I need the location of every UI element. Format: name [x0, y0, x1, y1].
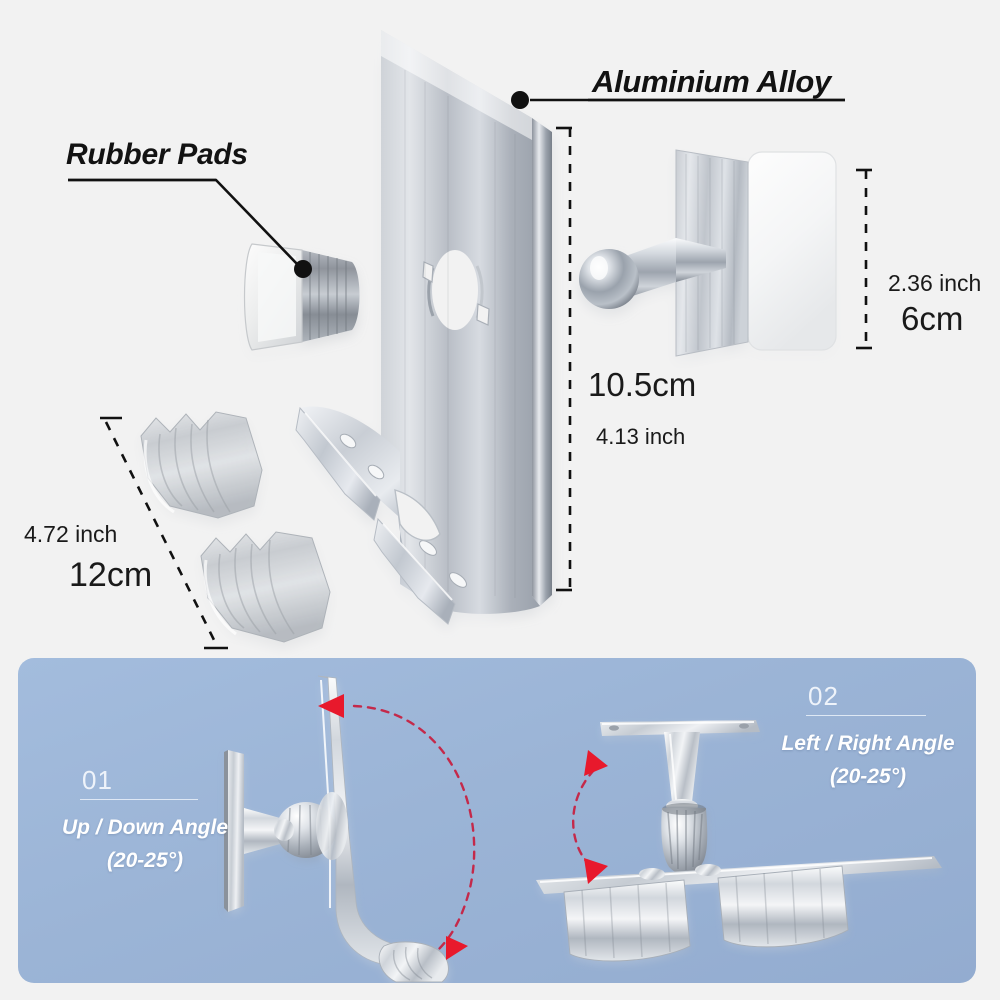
dimension-cradle-inch: 4.72 inch [24, 521, 118, 547]
ball-stud-mount [579, 149, 837, 357]
arrow-swivel-up [584, 750, 608, 776]
step-number-01: 01 [82, 765, 113, 795]
callout-dot-rubber [294, 260, 312, 278]
angle-adjustment-panel: 01 Up / Down Angle (20-25°) 02 Left / Ri… [18, 658, 976, 983]
rotation-arc-up-down [352, 704, 476, 952]
ball-socket-knob [243, 243, 360, 351]
dimension-cradle-cm: 12cm [69, 556, 153, 594]
illustration-left-right-swivel [536, 720, 942, 962]
step-rule-01 [80, 798, 198, 800]
callout-leader-rubber [68, 178, 299, 266]
dimension-mount-inch: 2.36 inch [888, 270, 982, 296]
step-range-up-down: (20-25°) [106, 849, 184, 873]
dimension-height-cm: 10.5cm [588, 366, 697, 403]
dimension-mount-cm: 6cm [901, 300, 964, 337]
dimension-tick-mount [856, 168, 872, 350]
angle-illustrations [224, 675, 942, 983]
ball-joint [579, 249, 639, 309]
dimension-tick-cradle [100, 416, 228, 650]
exploded-view-section: Aluminium Alloy Rubber Pads 10.5cm 4.13 … [24, 30, 982, 650]
rotation-arc-left-right [572, 768, 596, 868]
step-block-up-down: 01 Up / Down Angle (20-25°) [40, 766, 250, 879]
callout-dot-aluminium [511, 91, 529, 109]
step-title-up-down: Up / Down Angle [61, 815, 229, 839]
step-block-left-right: 02 Left / Right Angle (20-25°) [760, 682, 976, 795]
silicone-cradle-lower [200, 531, 331, 643]
step-title-left-right: Left / Right Angle [781, 731, 955, 755]
arrow-up [318, 694, 344, 718]
step-number-02: 02 [808, 681, 839, 711]
illustration-up-down-tilt [224, 675, 449, 983]
callout-label-rubber: Rubber Pads [66, 138, 248, 171]
step-range-left-right: (20-25°) [829, 765, 907, 789]
dimension-height-inch: 4.13 inch [596, 424, 686, 449]
silicone-cradle-upper [140, 411, 263, 519]
step-rule-02 [806, 714, 926, 716]
wall-bracket-plate [295, 30, 552, 625]
dimension-bracket-cradle [104, 421, 218, 645]
arrow-down [446, 936, 468, 960]
dimension-tick-height [556, 126, 572, 592]
adhesive-pad [747, 151, 837, 351]
arrow-swivel-down [584, 858, 608, 884]
callout-label-aluminium: Aluminium Alloy [592, 64, 831, 99]
